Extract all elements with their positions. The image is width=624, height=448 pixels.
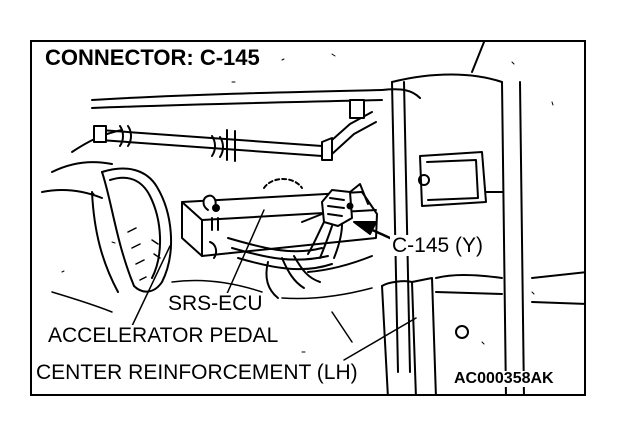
center-reinforcement-label: CENTER REINFORCEMENT (LH) xyxy=(34,361,360,384)
connector-label: C-145 (Y) xyxy=(390,234,486,257)
steering-rod xyxy=(93,99,377,162)
door-pillar xyxy=(391,42,525,394)
vehicle-illustration xyxy=(41,42,584,394)
srs-ecu-label: SRS-ECU xyxy=(166,292,265,315)
accelerator-pedal xyxy=(91,167,172,293)
connector-arrow xyxy=(353,221,392,240)
center-reinforcement-bracket xyxy=(381,271,584,394)
page-title: CONNECTOR: C-145 xyxy=(42,46,263,70)
figure-code: AC000358AK xyxy=(452,370,556,387)
connector-c145 xyxy=(301,183,369,259)
diagram-frame: CONNECTOR: C-145 C-145 (Y) SRS-ECU ACCEL… xyxy=(30,40,586,396)
accelerator-pedal-label: ACCELERATOR PEDAL xyxy=(46,324,281,347)
floor-contours xyxy=(51,279,373,343)
leader-lines xyxy=(131,209,417,361)
dashboard-upper-lines xyxy=(41,88,421,199)
